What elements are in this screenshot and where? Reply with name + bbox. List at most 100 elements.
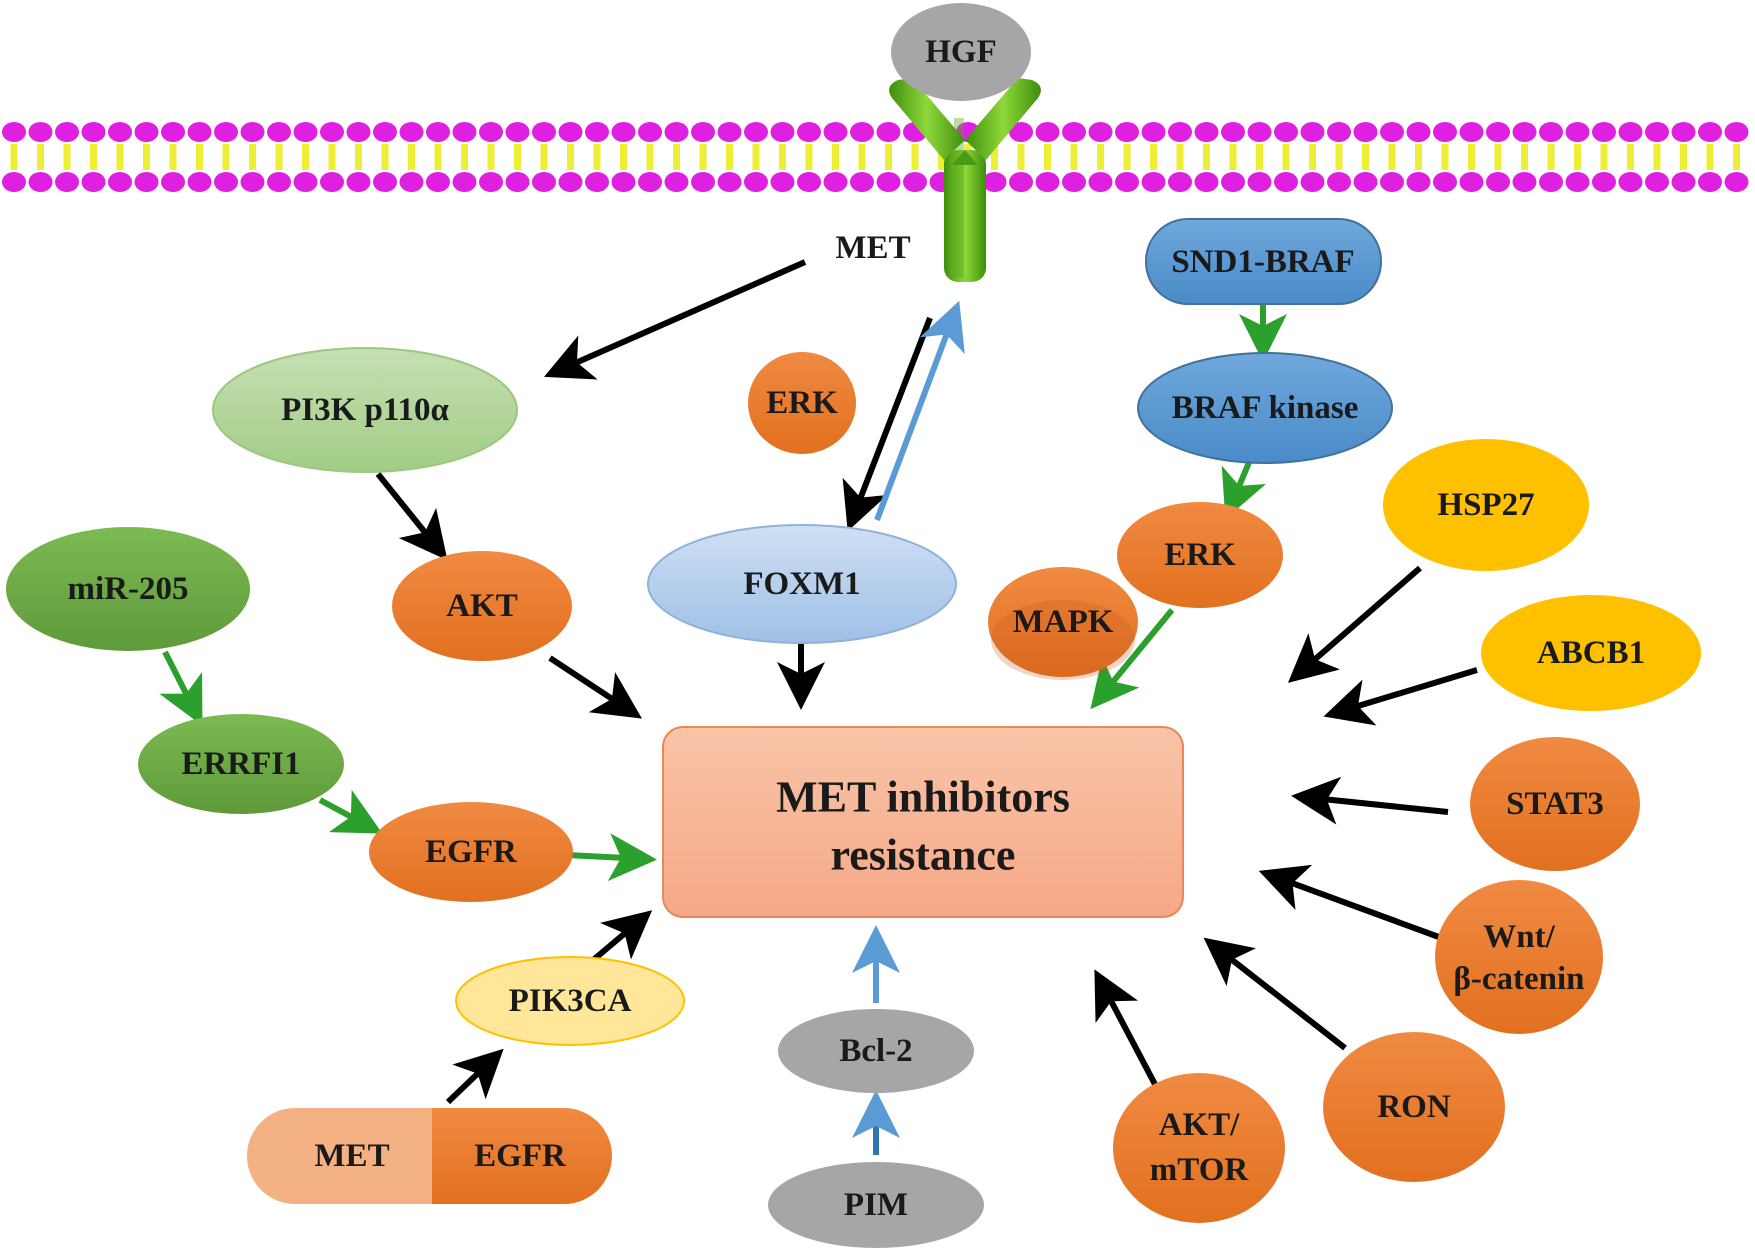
lipid-head <box>426 122 450 142</box>
arrow-stat3-to-center <box>1291 776 1449 825</box>
lipid-head <box>717 122 742 142</box>
lipid-head <box>134 122 159 142</box>
lipid-head <box>1141 172 1166 192</box>
lipid-head <box>558 122 583 142</box>
lipid-head <box>1194 172 1219 192</box>
lipid-head <box>1565 172 1590 192</box>
lipid-head <box>1009 172 1033 192</box>
arrow-receptor-to-foxm1 <box>842 316 933 532</box>
lipid-head <box>1247 172 1272 192</box>
lipid-head <box>373 172 397 192</box>
lipid-head <box>161 172 185 192</box>
errfi1-label: ERRFI1 <box>181 746 300 782</box>
lipid-head <box>1141 122 1166 142</box>
lipid-head <box>399 172 424 192</box>
lipid-head <box>293 122 318 142</box>
erk-node: ERK <box>1117 502 1283 608</box>
arrow-aktmtor-to-center <box>1094 969 1161 1092</box>
lipid-head <box>1486 122 1510 142</box>
lipid-head <box>452 122 477 142</box>
cell-membrane <box>2 122 1749 192</box>
center-line1: MET inhibitors <box>776 773 1070 822</box>
lipid-head <box>1724 122 1749 142</box>
lipid-head <box>1115 122 1139 142</box>
lipid-head <box>1274 172 1298 192</box>
lipid-head <box>1380 122 1404 142</box>
abcb1-label: ABCB1 <box>1537 635 1645 671</box>
lipid-head <box>346 172 371 192</box>
met-inhibitors-resistance-box: MET inhibitors resistance <box>662 726 1184 918</box>
erk-label: ERK <box>1164 537 1236 573</box>
lipid-head <box>1353 172 1378 192</box>
lipid-head <box>1698 172 1722 192</box>
lipid-head <box>1035 122 1060 142</box>
hsp27-label: HSP27 <box>1437 487 1534 523</box>
lipid-head <box>214 122 238 142</box>
met-receptor <box>889 78 1041 282</box>
lipid-head <box>505 172 530 192</box>
lipid-head <box>664 172 689 192</box>
arrow-egfr-to-center <box>566 833 657 882</box>
arrow-abcb1-to-center <box>1323 667 1478 726</box>
akt-mtor-label-line1: AKT/ <box>1159 1107 1241 1143</box>
pim-label: PIM <box>844 1187 908 1223</box>
mapk-label: MAPK <box>1013 604 1114 640</box>
lipid-head <box>1592 122 1616 142</box>
lipid-head <box>585 122 609 142</box>
lipid-head <box>1645 122 1669 142</box>
lipid-head <box>267 122 291 142</box>
lipid-head <box>1168 122 1192 142</box>
lipid-head <box>850 172 874 192</box>
lipid-head <box>373 122 397 142</box>
wnt-label-line2: β-catenin <box>1453 961 1584 997</box>
lipid-head <box>1539 122 1563 142</box>
arrow-hsp27-to-center <box>1287 565 1422 683</box>
abcb1-node: ABCB1 <box>1481 595 1701 711</box>
erk-top-label: ERK <box>766 385 838 421</box>
lipid-head <box>1512 172 1537 192</box>
lipid-head <box>1327 172 1351 192</box>
ron-label: RON <box>1377 1089 1451 1125</box>
foxm1-label: FOXM1 <box>743 566 860 602</box>
pik3ca-node: PIK3CA <box>455 956 685 1046</box>
lipid-head <box>452 172 477 192</box>
lipid-head <box>1221 122 1245 142</box>
lipid-head <box>2 122 26 142</box>
mir205-label: miR-205 <box>68 571 189 607</box>
hgf-label: HGF <box>925 34 997 70</box>
lipid-head <box>1221 172 1245 192</box>
lipid-head <box>532 122 556 142</box>
lipid-head <box>770 172 795 192</box>
lipid-head <box>611 122 636 142</box>
lipid-head <box>1194 122 1219 142</box>
lipid-head <box>1327 122 1351 142</box>
errfi1-node: ERRFI1 <box>138 714 344 814</box>
met-egfr-node: MET EGFR <box>247 1108 612 1204</box>
lipid-head <box>479 122 503 142</box>
lipid-head <box>1671 172 1696 192</box>
snd1-braf-node: SND1-BRAF <box>1145 218 1382 305</box>
lipid-head <box>505 122 530 142</box>
lipid-head <box>1671 122 1696 142</box>
lipid-head <box>532 172 556 192</box>
lipid-head <box>426 172 450 192</box>
akt-node: AKT <box>392 551 572 661</box>
lipid-head <box>1406 122 1431 142</box>
lipid-head <box>691 172 715 192</box>
lipid-head <box>1088 172 1113 192</box>
lipid-head <box>638 172 662 192</box>
bcl2-label: Bcl-2 <box>839 1033 912 1069</box>
lipid-head <box>1539 172 1563 192</box>
lipid-head <box>1168 172 1192 192</box>
lipid-head <box>1247 122 1272 142</box>
membrane-tails <box>10 144 1740 170</box>
lipid-head <box>1274 122 1298 142</box>
lipid-head <box>823 172 848 192</box>
lipid-head <box>797 122 821 142</box>
lipid-head <box>134 172 159 192</box>
lipid-head <box>320 172 344 192</box>
pi3k-node: PI3K p110α <box>212 347 518 473</box>
egfr-label: EGFR <box>425 834 518 870</box>
